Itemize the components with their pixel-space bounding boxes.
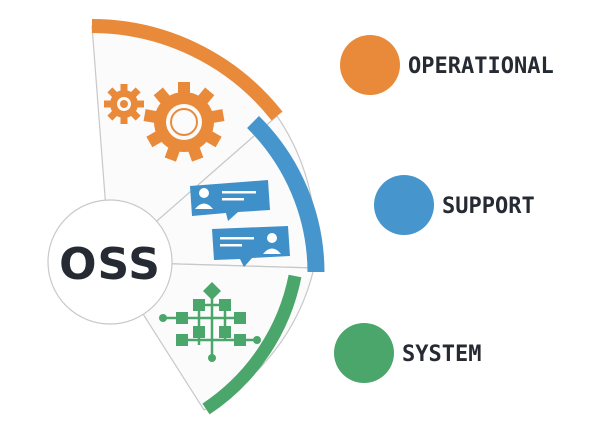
legend-label-system: SYSTEM: [402, 342, 481, 367]
legend-item-support: SUPPORT: [374, 175, 535, 235]
chat-messages-icon: [190, 180, 290, 267]
operational-arc: [91, 19, 283, 121]
center-circle: [47, 199, 173, 325]
legend-dot-support: [374, 175, 434, 235]
system-arc: [202, 274, 302, 415]
legend-label-support: SUPPORT: [442, 194, 535, 219]
legend-dot-system: [334, 323, 394, 383]
legend: OPERATIONAL SUPPORT SYSTEM: [334, 35, 554, 383]
legend-item-operational: OPERATIONAL: [340, 35, 554, 95]
flowchart-network-icon: [159, 282, 261, 362]
legend-item-system: SYSTEM: [334, 323, 481, 383]
chat-bubble-lower: [212, 226, 290, 267]
chat-bubble-upper: [190, 180, 270, 221]
legend-label-operational: OPERATIONAL: [408, 54, 554, 79]
support-arc: [246, 115, 325, 273]
center-label: OSS: [59, 239, 161, 290]
gears-icon: [104, 82, 225, 162]
legend-dot-operational: [340, 35, 400, 95]
